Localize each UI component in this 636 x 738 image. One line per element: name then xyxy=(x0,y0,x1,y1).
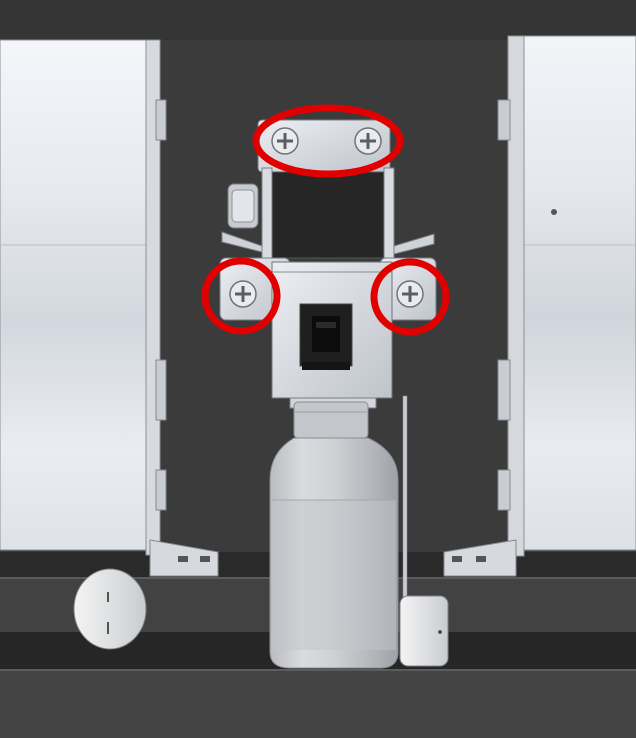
screw-heads xyxy=(229,127,424,308)
reagent-bottle xyxy=(269,401,399,669)
round-knob-left xyxy=(73,568,147,650)
round-knob-right xyxy=(399,595,449,667)
highlight-top-screws xyxy=(252,104,404,178)
screw-top-left xyxy=(271,127,299,155)
highlight-marks xyxy=(201,104,450,336)
left-drum xyxy=(0,39,219,577)
highlight-left-screw xyxy=(201,257,281,335)
right-drum xyxy=(443,35,636,577)
highlight-right-screw xyxy=(370,258,450,336)
screw-left xyxy=(229,280,257,308)
screw-right xyxy=(396,280,424,308)
screw-top-right xyxy=(354,127,382,155)
